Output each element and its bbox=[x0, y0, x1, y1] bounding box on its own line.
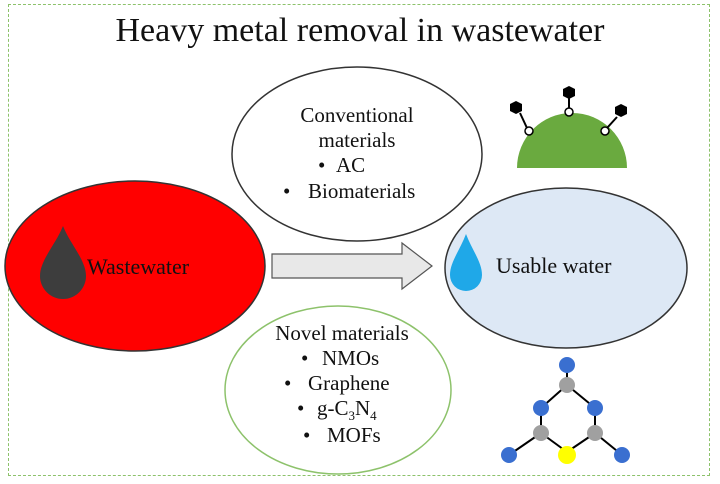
novel-materials-node: Novel materials • NMOs • Graphene • g-C3… bbox=[224, 305, 452, 475]
conventional-heading-line2: materials bbox=[319, 128, 396, 152]
bullet: • bbox=[284, 371, 291, 395]
novel-heading: Novel materials bbox=[275, 321, 409, 345]
bullet: • bbox=[301, 346, 308, 370]
bullet: • bbox=[297, 396, 304, 420]
wastewater-node: Wastewater bbox=[4, 180, 266, 352]
usable-water-label: Usable water bbox=[496, 253, 612, 278]
molecule-structure-icon bbox=[501, 357, 630, 464]
usable-water-node: Usable water bbox=[444, 187, 688, 349]
flow-arrow bbox=[271, 241, 433, 291]
blue-drop-icon bbox=[450, 234, 482, 291]
conventional-heading-line1: Conventional bbox=[300, 103, 413, 127]
conventional-ellipse bbox=[231, 66, 483, 242]
diagram-title: Heavy metal removal in wastewater bbox=[115, 12, 605, 49]
novel-item-graphene: Graphene bbox=[308, 371, 390, 395]
adsorbent-hemisphere-icon bbox=[510, 86, 627, 168]
novel-ellipse bbox=[224, 305, 452, 475]
bullet: • bbox=[283, 179, 290, 203]
novel-item-mofs: MOFs bbox=[327, 423, 381, 447]
wastewater-ellipse bbox=[4, 180, 266, 352]
dashed-frame bbox=[8, 4, 710, 476]
bullet: • bbox=[318, 153, 325, 177]
conventional-item-ac: AC bbox=[336, 153, 365, 177]
conventional-materials-node: Conventional materials • AC • Biomateria… bbox=[231, 66, 483, 242]
novel-item-nmos: NMOs bbox=[322, 346, 379, 370]
conventional-item-biomaterials: Biomaterials bbox=[308, 179, 415, 203]
wastewater-label: Wastewater bbox=[87, 254, 190, 279]
usable-water-ellipse bbox=[444, 187, 688, 349]
bullet: • bbox=[303, 423, 310, 447]
novel-item-gc3n4: g-C3N4 bbox=[317, 396, 377, 423]
dark-drop-icon bbox=[40, 226, 86, 299]
